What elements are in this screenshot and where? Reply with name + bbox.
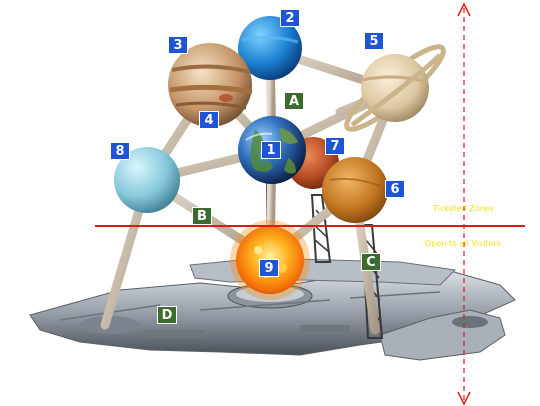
planet-label-6: 6 (385, 180, 405, 198)
ticketed-zones-text: Ticketed Zones (433, 204, 494, 213)
height-arrow (457, 2, 471, 406)
planet-saturn (344, 44, 446, 132)
planet-label-5: 5 (364, 32, 384, 50)
planet-label-8: 8 (110, 142, 130, 160)
planet-label-7: 7 (325, 137, 345, 155)
planet-label-4: 4 (199, 111, 219, 129)
planet-label-1: 1 (261, 141, 281, 159)
support-label-a: A (284, 92, 304, 110)
planet-neptune (238, 16, 302, 80)
planet-uranus (114, 147, 180, 213)
spaceship-base (29, 257, 516, 361)
planet-jupiter (168, 43, 253, 127)
open-to-all-visitors-text: Open to all Visitors (425, 239, 501, 248)
planet-label-2: 2 (280, 9, 300, 27)
support-label-b: B (192, 207, 212, 225)
planet-label-9: 9 (259, 259, 279, 277)
planet-label-3: 3 (168, 36, 188, 54)
support-label-d: D (157, 306, 177, 324)
planet-venus (322, 157, 388, 223)
support-label-c: C (361, 253, 381, 271)
